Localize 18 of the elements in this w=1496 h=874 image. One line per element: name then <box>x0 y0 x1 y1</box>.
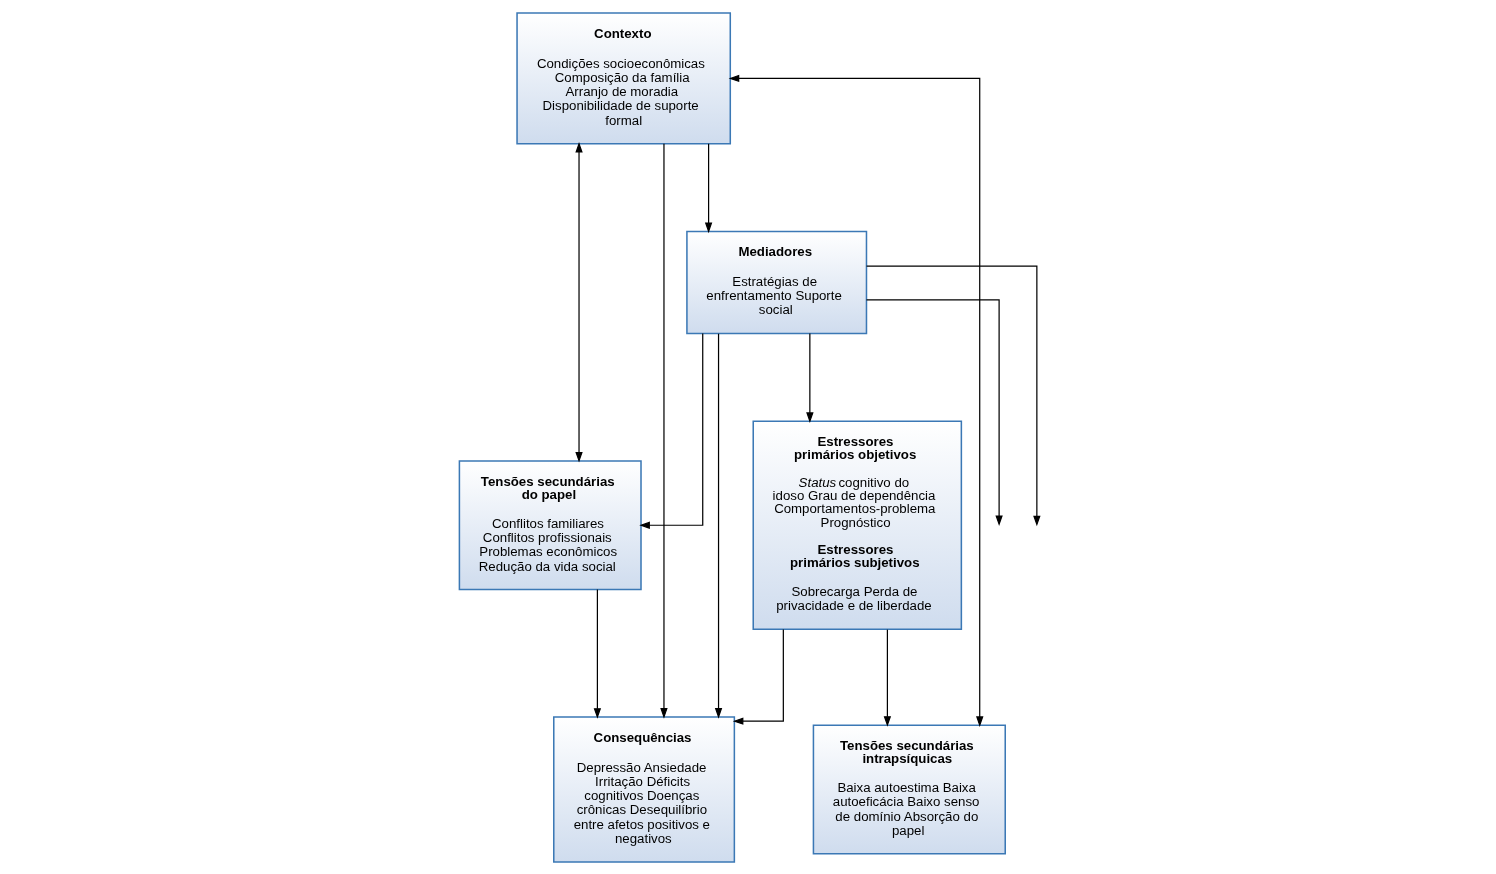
node-box: Tensões secundárias intrapsíquicas Baixa autoestima Baixa autoeficácia Baixo senso de domínio Absorção do papel <box>812 723 1006 855</box>
node-box: Estressores primários objetivos Status cognitivo do idoso Grau de dependência Comportamentos-problema Prognóstico Estressores primários subjetivos Sobrecarga Perda de privacidade e de liberdade <box>751 419 962 630</box>
arrow <box>574 141 583 463</box>
node-box: Mediadores Estratégias de enfrentamento Suporte social <box>685 230 867 334</box>
node-box: Contexto Condições socioeconômicas Composição da família Arranjo de moradia Disponibilidade de suporte formal <box>515 11 731 144</box>
arrow <box>728 74 983 727</box>
arrow <box>638 332 703 529</box>
arrow <box>732 628 784 725</box>
node-box: Tensões secundárias do papel Conflitos familiares Conflitos profissionais Problemas econômicos Redução da vida social <box>458 459 642 590</box>
arrow <box>593 588 601 719</box>
arrow <box>805 332 814 423</box>
arrow <box>865 298 1003 526</box>
arrow <box>865 265 1041 526</box>
arrow <box>704 142 712 233</box>
node-box: Consequências Depressão Ansiedade Irritação Déficits cognitivos Doenças crônicas Desequilíbrio entre afetos positivos e negativos <box>552 715 735 863</box>
arrow <box>714 332 722 719</box>
arrow <box>659 142 668 719</box>
arrow <box>883 628 891 727</box>
